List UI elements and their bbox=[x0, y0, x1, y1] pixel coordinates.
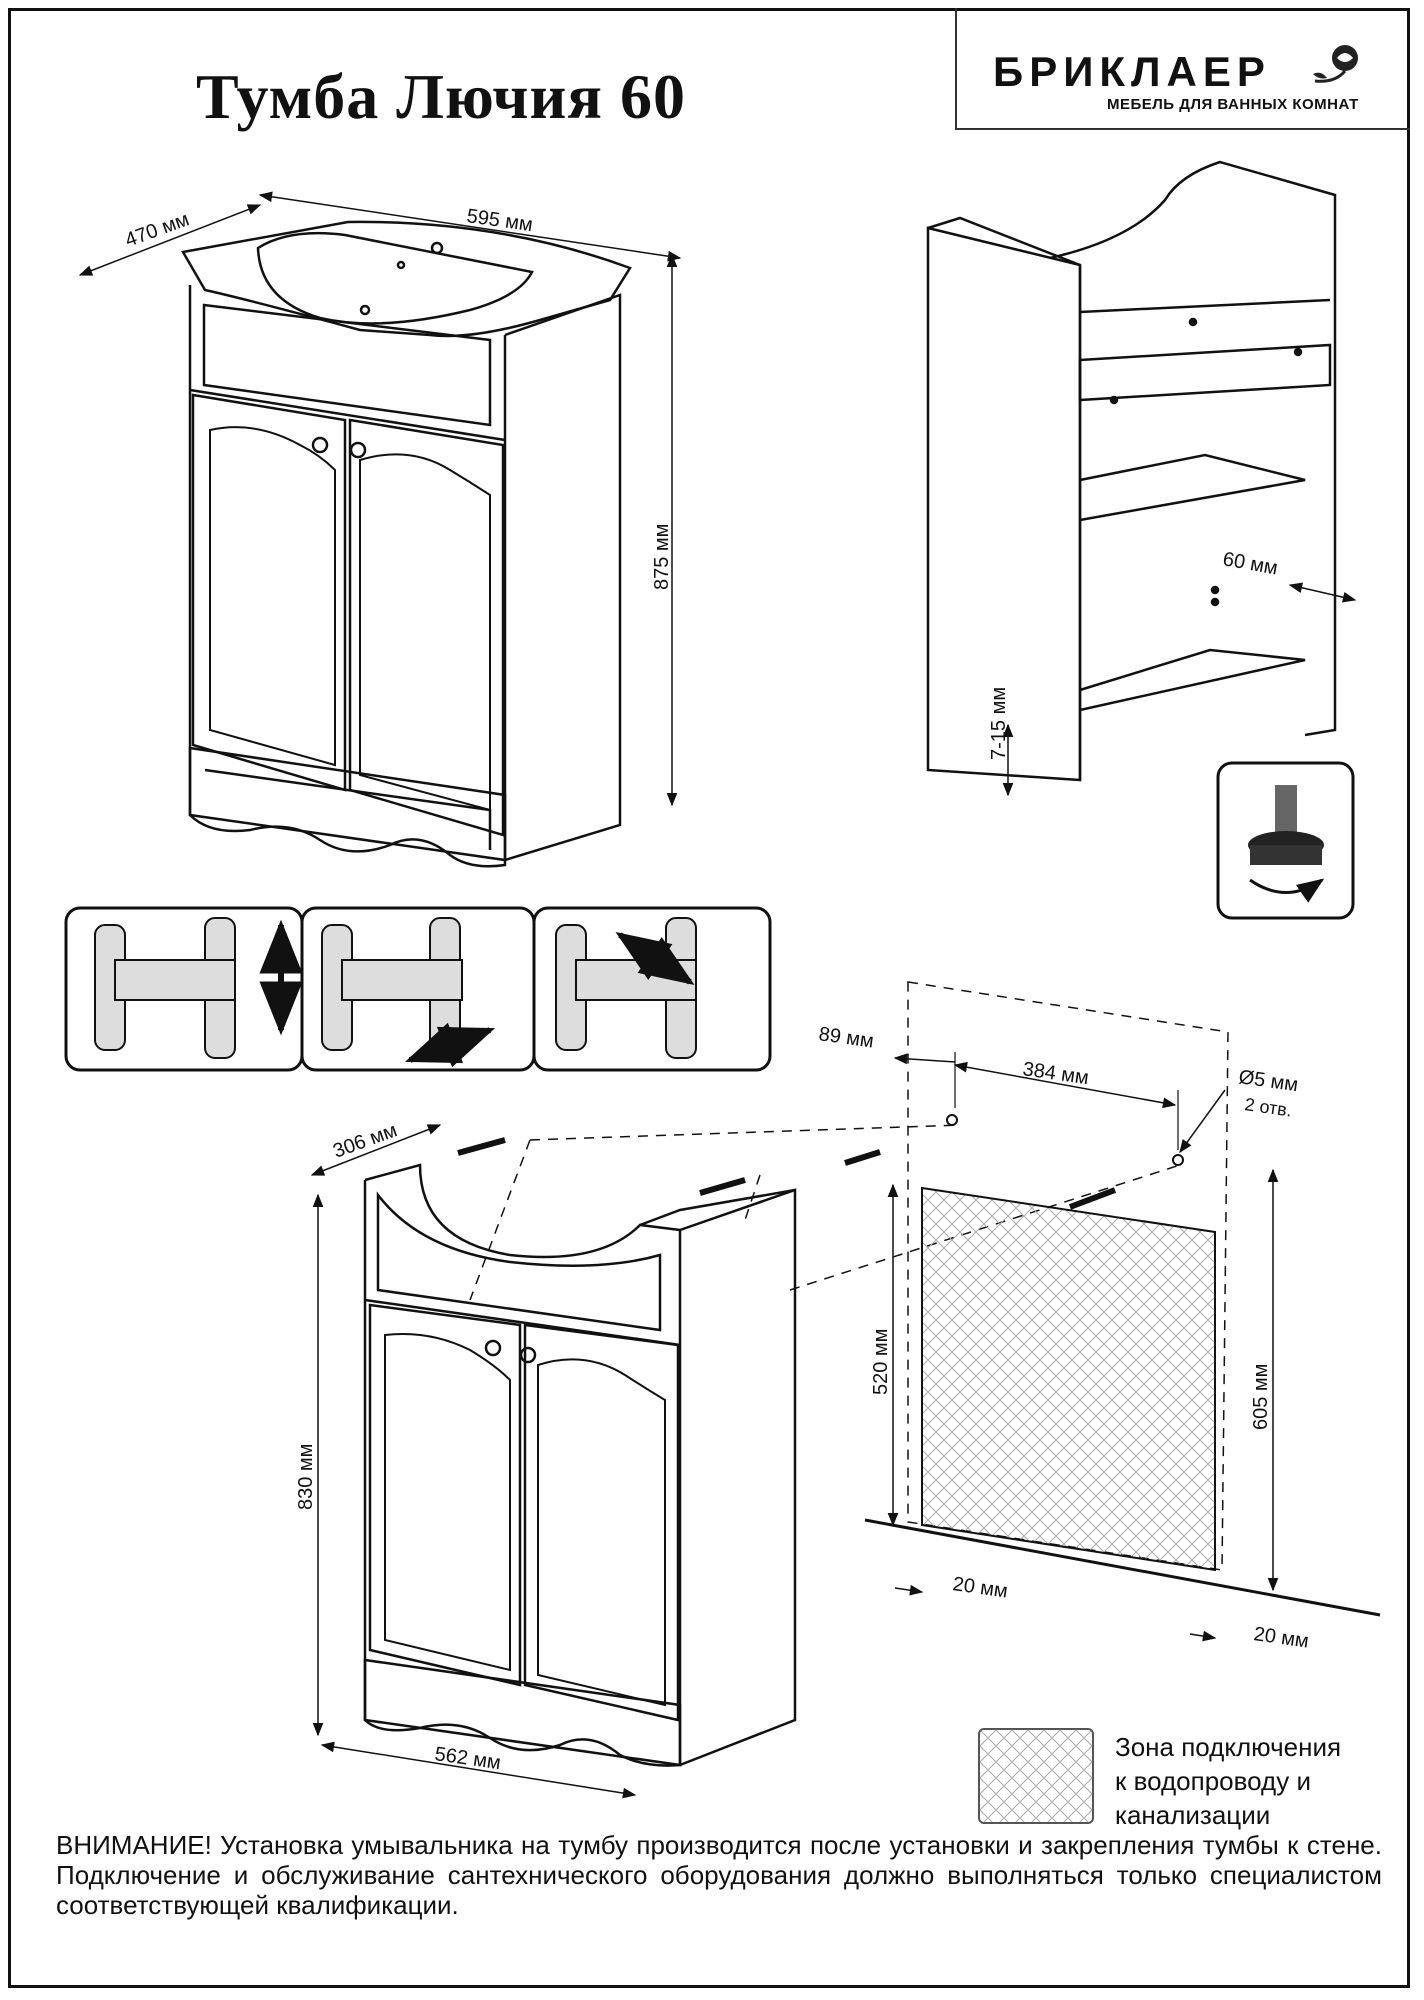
hatch-pattern-icon bbox=[980, 1730, 1092, 1822]
brand-name: БРИКЛАЕР bbox=[993, 48, 1271, 95]
dim-leg-adjust: 7-15 мм bbox=[988, 687, 1010, 760]
vanity-assembled-view bbox=[78, 191, 682, 868]
brand-subtitle: МЕБЕЛЬ ДЛЯ ВАННЫХ КОМНАТ bbox=[1107, 96, 1359, 113]
page-frame bbox=[8, 8, 1410, 1988]
leveling-foot-icon bbox=[1216, 761, 1355, 920]
dim-cabinet-depth: 306 мм bbox=[330, 1119, 400, 1162]
wall-mounting-scheme bbox=[864, 981, 1381, 1642]
dim-zone-right-margin: 20 мм bbox=[1252, 1623, 1310, 1652]
dim-cabinet-height: 830 мм bbox=[295, 1444, 317, 1510]
hinge-diagram-2 bbox=[321, 917, 496, 1068]
page-title: Тумба Лючия 60 bbox=[196, 61, 686, 132]
hinge-diagram-3 bbox=[555, 917, 697, 1059]
dim-hole-count: 2 отв. bbox=[1243, 1094, 1293, 1120]
dim-height-total: 875 мм bbox=[651, 524, 673, 590]
legend-line-2: к водопроводу и bbox=[1115, 1766, 1311, 1796]
rose-icon bbox=[1313, 45, 1358, 83]
dim-zone-left-margin: 20 мм bbox=[951, 1573, 1009, 1602]
brand-logo: БРИКЛАЕР МЕБЕЛЬ ДЛЯ ВАННЫХ КОМНАТ bbox=[955, 8, 1410, 130]
dim-hole-spacing: 384 мм bbox=[1021, 1058, 1090, 1089]
dim-shelf-offset: 60 мм bbox=[1221, 548, 1279, 579]
legend-line-1: Зона подключения bbox=[1115, 1732, 1342, 1762]
dim-hole-height: 605 мм bbox=[1250, 1364, 1272, 1430]
legend-label: Зона подключения к водопроводу и канализ… bbox=[1115, 1730, 1405, 1832]
dim-wall-left-offset: 89 мм bbox=[817, 1023, 875, 1052]
warning-text: ВНИМАНИЕ! Установка умывальника на тумбу… bbox=[56, 1830, 1382, 1920]
legend-hatch-swatch bbox=[978, 1728, 1094, 1824]
legend-line-3: канализации bbox=[1115, 1800, 1271, 1830]
dim-hole-diameter: Ø5 мм bbox=[1237, 1066, 1299, 1096]
dim-zone-height: 520 мм bbox=[870, 1329, 892, 1395]
hinge-diagram-1 bbox=[94, 917, 303, 1059]
cabinet-carcass-view bbox=[926, 160, 1357, 797]
dim-cabinet-width: 562 мм bbox=[433, 1743, 502, 1774]
